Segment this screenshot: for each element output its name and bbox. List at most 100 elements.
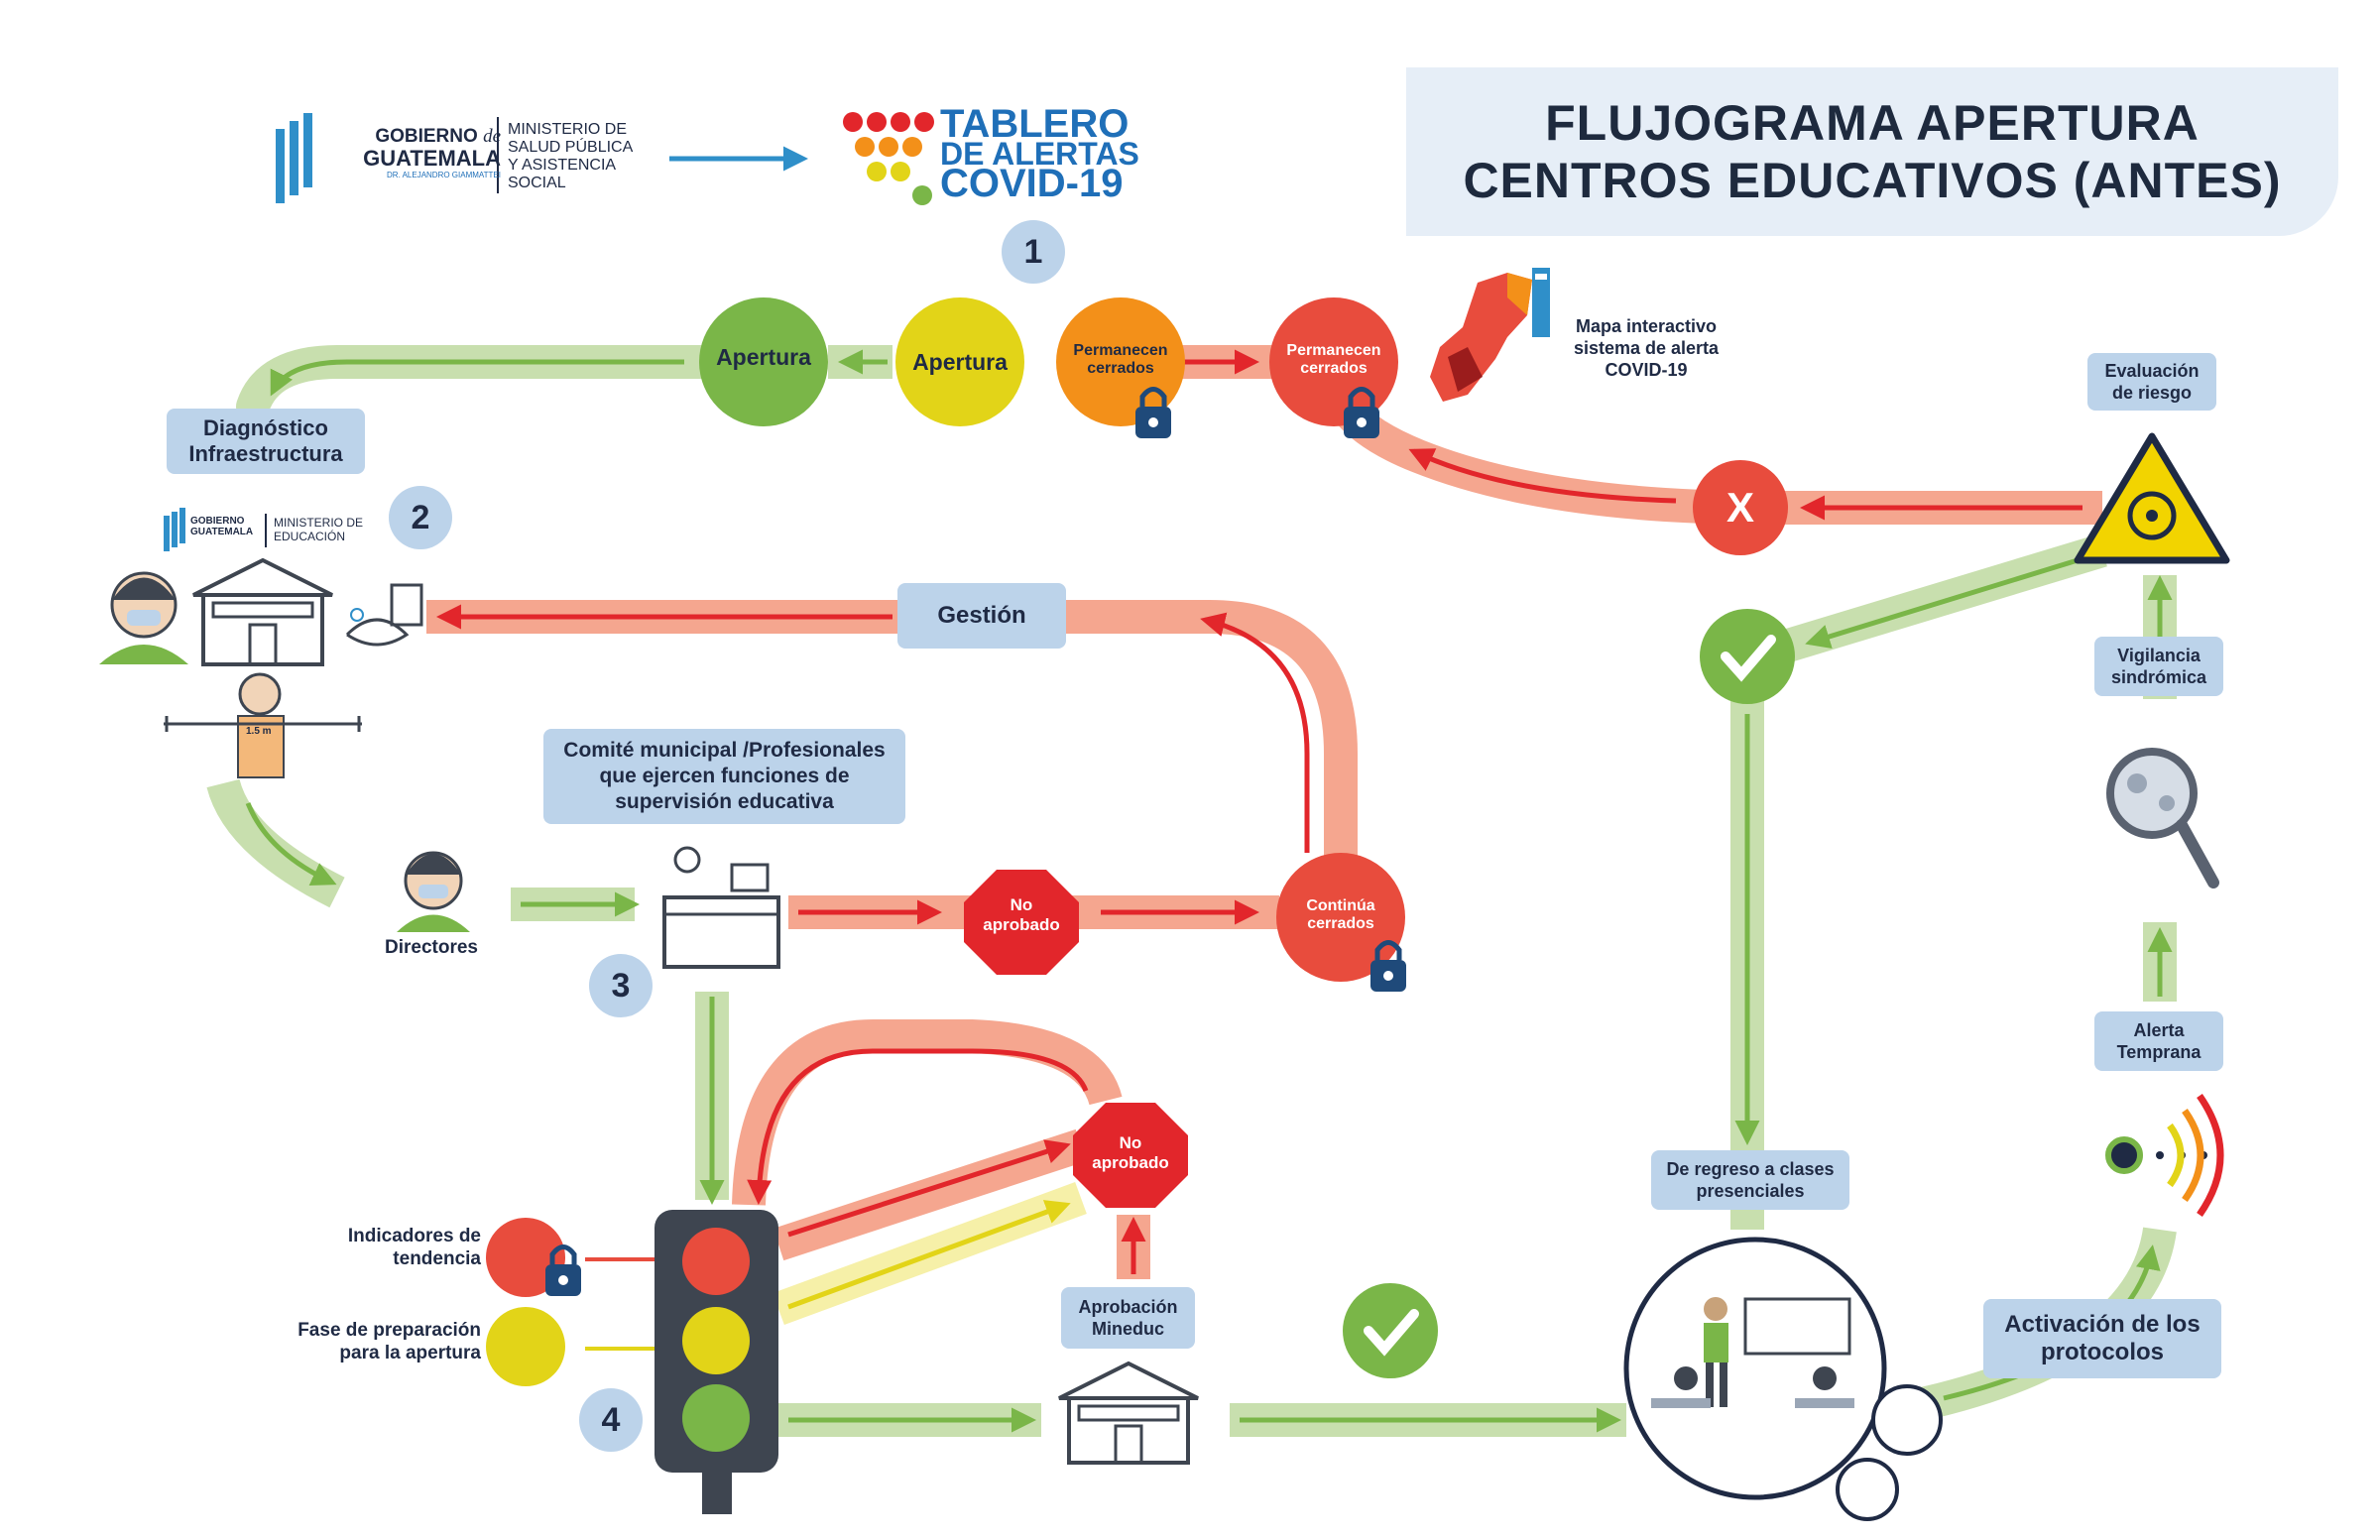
label-line: para la apertura (339, 1343, 481, 1363)
label-line: tendencia (393, 1248, 481, 1269)
ms-line: SALUD PÚBLICA (508, 139, 634, 156)
label-line: Permanecen (1073, 342, 1168, 359)
label-line: COVID-19 (1605, 360, 1688, 380)
desk-icon (662, 846, 780, 969)
label-line: supervisión educativa (615, 790, 834, 813)
apertura-yellow-label: Apertura (912, 348, 1008, 375)
apertura-green-circle (699, 297, 828, 426)
label-line: Mineduc (1091, 1319, 1164, 1339)
label-line: Temprana (2116, 1042, 2202, 1062)
indicador-yellow-circle (486, 1307, 565, 1386)
fase-label: Fase de preparación para la apertura (258, 1319, 481, 1364)
page-title: FLUJOGRAMA APERTURA CENTROS EDUCATIVOS (… (1406, 67, 2338, 236)
label-line: Activación de los (2004, 1311, 2201, 1338)
gobierno-logo: GOBIERNO de GUATEMALA DR. ALEJANDRO GIAM… (342, 126, 501, 180)
magnifier-icon (2106, 748, 2219, 888)
label-line: cerrados (1087, 360, 1154, 377)
gobierno-logo-mark (164, 113, 499, 551)
check-icon (1721, 635, 1776, 682)
lock-icon (1135, 387, 1171, 438)
label-line: No (1010, 895, 1033, 914)
tablero-logo-dots (843, 112, 934, 205)
gob-small-line: GOBIERNO (190, 516, 245, 527)
label-line: aprobado (983, 915, 1060, 934)
gob-small-line: GUATEMALA (190, 527, 254, 537)
directores-label: Directores (385, 937, 478, 958)
label-line: Alerta (2133, 1020, 2185, 1040)
label-line: Mapa interactivo (1575, 316, 1718, 336)
label-line: Permanecen (1286, 342, 1381, 359)
step-4-badge: 4 (579, 1388, 643, 1452)
activacion-box: Activación de los protocolos (1983, 1299, 2221, 1378)
no-aprobado-octagon-1 (964, 870, 1079, 975)
permanecen-red-circle (1269, 297, 1398, 426)
alerta-box: Alerta Temprana (2094, 1011, 2223, 1071)
label-line: presenciales (1696, 1181, 1805, 1201)
label-line: cerrados (1307, 915, 1374, 932)
label-line: cerrados (1300, 360, 1368, 377)
distance-label: 1.5 m (246, 726, 272, 737)
label-line: No (1119, 1133, 1142, 1152)
ms-line: SOCIAL (508, 175, 566, 191)
label-line: Continúa (1306, 897, 1375, 914)
permanecen-red-label: Permanecen cerrados (1267, 337, 1400, 383)
ministerio-salud: MINISTERIO DE SALUD PÚBLICA Y ASISTENCIA… (508, 121, 666, 192)
label-line: Evaluación (2104, 361, 2200, 381)
path-apertura-diagnostico (236, 345, 731, 423)
mapa-label: Mapa interactivo sistema de alerta COVID… (1547, 315, 1745, 381)
lock-icon (1370, 940, 1406, 992)
path-loop-no-aprobado (732, 1019, 1123, 1206)
tablero-logo: TABLERO DE ALERTAS COVID-19 (940, 104, 1139, 205)
label-line: que ejercen funciones de (599, 765, 850, 787)
label-line: Infraestructura (188, 441, 343, 466)
path-gestion (426, 600, 1358, 873)
woman-mask-icon (99, 571, 188, 664)
lock-icon (545, 1244, 581, 1296)
permanecen-orange-circle (1056, 297, 1185, 426)
guatemala-map-icon (1430, 268, 1550, 402)
ms-line: Y ASISTENCIA (508, 157, 617, 174)
x-label: X (1726, 484, 1754, 531)
continua-label: Continúa cerrados (1274, 892, 1407, 938)
label-line: sistema de alerta (1573, 338, 1720, 358)
gobierno-de: de (483, 126, 501, 147)
school-building-icon (192, 557, 333, 666)
tablero-line: COVID-19 (940, 162, 1124, 205)
diagnostico-box: Diagnóstico Infraestructura (167, 409, 365, 474)
giammattei-text: DR. ALEJANDRO GIAMMATTEI (387, 171, 501, 179)
ms-line: MINISTERIO DE (508, 121, 628, 138)
comite-box: Comité municipal /Profesionales que ejer… (543, 729, 905, 824)
lock-icon (1344, 387, 1379, 438)
label-line: protocolos (2041, 1339, 2164, 1365)
me-line: EDUCACIÓN (274, 530, 346, 543)
label-line: sindrómica (2110, 667, 2207, 687)
apertura-yellow-circle (895, 297, 1024, 426)
step-3-badge: 3 (589, 954, 653, 1017)
ministerio-educacion: MINISTERIO DE EDUCACIÓN (274, 516, 363, 543)
aprobacion-box: Aprobación Mineduc (1061, 1287, 1195, 1349)
step-1-badge: 1 (1002, 220, 1065, 284)
gobierno-text: GOBIERNO (375, 126, 478, 147)
tablero-line: DE ALERTAS (940, 136, 1139, 172)
hand-washing-icon (345, 583, 423, 647)
classroom-illustration (1623, 1237, 1943, 1521)
check-circle-right (1700, 609, 1795, 704)
label-line: Fase de preparación (298, 1320, 481, 1341)
title-line-1: FLUJOGRAMA APERTURA (1545, 95, 2200, 151)
risk-triangle (2074, 432, 2230, 564)
no-aprobado-octagon-2 (1073, 1103, 1188, 1208)
vigilancia-box: Vigilancia sindrómica (2094, 637, 2223, 696)
label-line: Indicadores de (347, 1226, 481, 1246)
permanecen-orange-label: Permanecen cerrados (1054, 337, 1187, 383)
indicadores-label: Indicadores de tendencia (298, 1225, 481, 1270)
guatemala-text: GUATEMALA (363, 146, 501, 171)
apertura-green-label: Apertura (716, 343, 811, 370)
label-line: Diagnóstico (203, 415, 328, 440)
man-distance-icon (164, 672, 362, 778)
label-line: Aprobación (1078, 1297, 1178, 1317)
x-circle (1693, 460, 1788, 555)
alert-signal-icon (2105, 1093, 2224, 1218)
check-icon (1364, 1309, 1419, 1357)
regreso-box: De regreso a clases presenciales (1651, 1150, 1849, 1210)
